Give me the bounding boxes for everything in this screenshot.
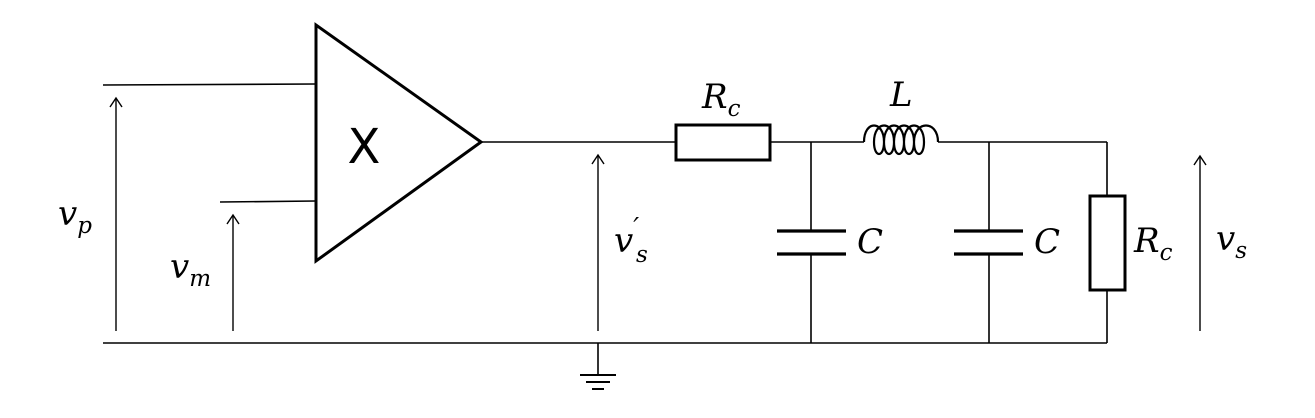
rc-series-label-sub: c	[728, 96, 741, 122]
vm-label-sub: m	[189, 266, 211, 292]
vs-label-main: v	[1216, 219, 1235, 259]
vp-arrow	[109, 96, 123, 331]
vm-arrow-head	[226, 213, 240, 225]
rc-load-label-sub: c	[1160, 240, 1173, 266]
wires	[102, 83, 1108, 344]
vp-input-wire	[102, 83, 317, 86]
series-resistor	[674, 123, 772, 162]
vm-input-wire	[219, 200, 317, 203]
cap2-label: C	[1034, 222, 1060, 262]
vs-prime-label-prime: ′	[633, 213, 639, 243]
vs-arrow	[1193, 154, 1207, 331]
capacitor-1	[777, 229, 846, 256]
inductor-coil	[862, 124, 940, 156]
rc-series-label-main: R	[701, 77, 728, 117]
multiplier-triangle	[314, 22, 484, 264]
load-resistor	[1088, 194, 1127, 292]
ground-symbol	[580, 343, 616, 390]
vs-label-sub: s	[1235, 238, 1247, 264]
vs-prime-arrow	[591, 153, 605, 331]
vm-arrow	[226, 213, 240, 331]
vp-label: vp	[58, 194, 92, 239]
vp-label-sub: p	[77, 213, 92, 239]
rc-load-label-main: R	[1133, 221, 1160, 261]
vs-prime-label-sub: s	[636, 242, 648, 268]
multiplier-symbol: X	[348, 119, 381, 175]
rc-series-label: Rc	[701, 77, 741, 122]
inductor-label: L	[889, 75, 913, 115]
vp-arrow-head	[109, 96, 123, 108]
vs-label: vs	[1216, 219, 1247, 264]
vs-prime-label: v′s	[614, 213, 648, 268]
cap1-label: C	[857, 222, 883, 262]
capacitor-2	[954, 229, 1023, 256]
vs-prime-arrow-head	[591, 153, 605, 165]
rc-load-label: Rc	[1133, 221, 1173, 266]
vs-prime-label-main: v	[614, 221, 633, 261]
multiplier: X	[314, 22, 484, 264]
vs-arrow-head	[1193, 154, 1207, 166]
vm-label-main: v	[170, 247, 189, 287]
vp-label-main: v	[58, 194, 77, 234]
vm-label: vm	[170, 247, 211, 292]
inductor	[862, 124, 940, 156]
